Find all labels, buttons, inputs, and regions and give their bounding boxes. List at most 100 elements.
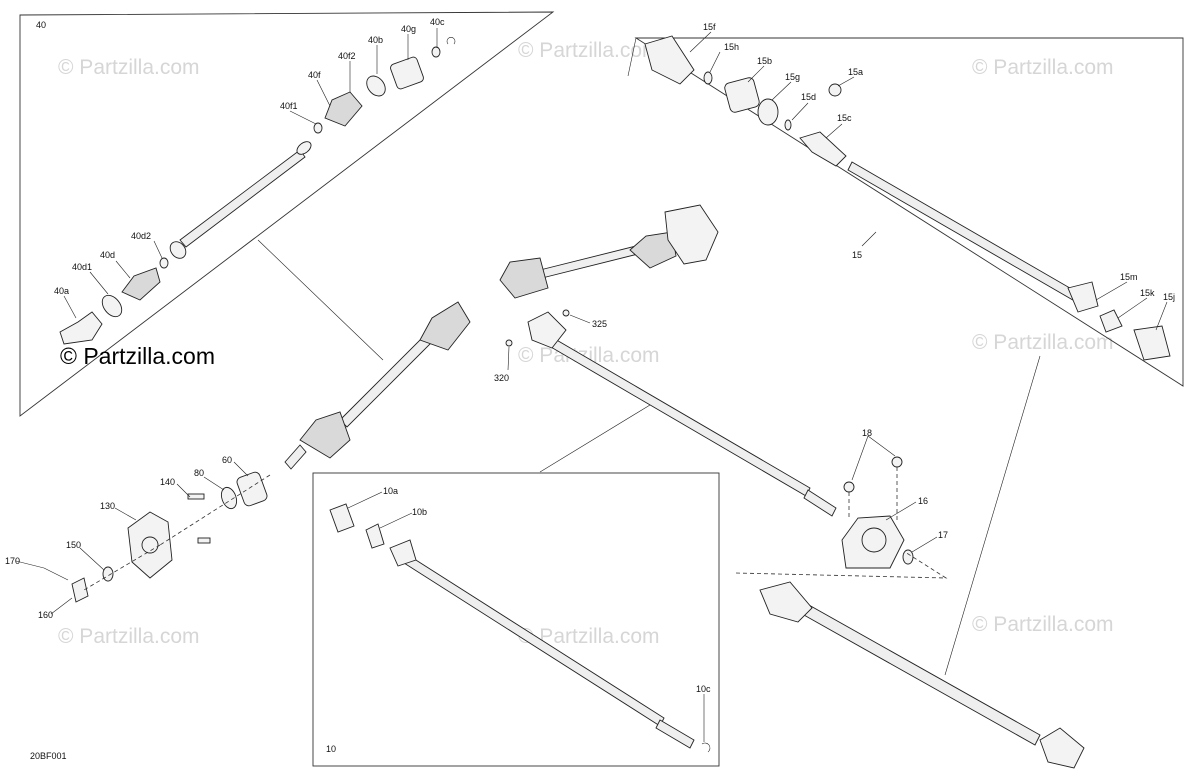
watermark-8: © Partzilla.com xyxy=(972,613,1114,636)
callout-15b: 15b xyxy=(757,56,772,66)
stub-15c xyxy=(799,131,847,167)
leader xyxy=(50,597,73,615)
assembly-axis xyxy=(735,551,948,579)
retaining-ring-40f1 xyxy=(313,122,323,134)
leader xyxy=(507,346,510,371)
group-label-40: 40 xyxy=(36,20,46,30)
leader xyxy=(569,314,591,324)
outer-boot xyxy=(299,411,351,459)
nut-18b xyxy=(891,456,903,468)
callout-40d: 40d xyxy=(100,250,115,260)
bearing-bore xyxy=(861,527,887,553)
leader xyxy=(233,461,249,477)
prop-shaft-tube xyxy=(543,334,811,497)
inset-shaft-10 xyxy=(329,503,711,753)
front-axle-shaft-2 xyxy=(539,244,643,279)
clamp-40f2 xyxy=(366,75,386,97)
rear-driveshaft-group-frame xyxy=(634,37,1184,387)
bolt-140b xyxy=(197,537,211,544)
watermark-2: © Partzilla.com xyxy=(518,39,660,62)
leader xyxy=(885,501,917,521)
callout-40f1: 40f1 xyxy=(280,101,298,111)
callout-170: 170 xyxy=(5,556,20,566)
callout-10c: 10c xyxy=(696,684,711,694)
callout-15f: 15f xyxy=(703,22,716,32)
leader xyxy=(379,512,413,529)
callout-15h: 15h xyxy=(724,42,739,52)
boot-40f xyxy=(324,91,363,127)
callout-80: 80 xyxy=(194,468,204,478)
front-axle-shaft xyxy=(339,329,438,428)
leader xyxy=(825,123,843,139)
cross-10b xyxy=(365,523,385,549)
callout-130: 130 xyxy=(100,501,115,511)
callout-15: 15 xyxy=(852,250,862,260)
watermark-4: © Partzilla.com xyxy=(518,344,660,367)
front-axle-group-frame xyxy=(19,11,555,417)
group-label-10: 10 xyxy=(326,744,336,754)
group-connector-line xyxy=(944,355,1041,676)
callout-325: 325 xyxy=(592,319,607,329)
leader xyxy=(15,560,45,569)
inner-boot xyxy=(419,301,471,351)
nut-15a xyxy=(828,83,842,97)
callout-160: 160 xyxy=(38,610,53,620)
watermark-6: © Partzilla.com xyxy=(58,625,200,648)
callout-18: 18 xyxy=(862,428,872,438)
callout-140: 140 xyxy=(160,477,175,487)
leader xyxy=(771,81,792,101)
inner-boot-2 xyxy=(499,257,549,299)
partzilla-brand-overlay: © Partzilla.com xyxy=(60,343,215,369)
cv-joint-40a xyxy=(59,311,103,345)
callout-15g: 15g xyxy=(785,72,800,82)
callout-40f: 40f xyxy=(308,70,321,80)
leader xyxy=(867,435,896,457)
callout-320: 320 xyxy=(494,373,509,383)
seal-15g xyxy=(757,98,779,126)
watermark-3: © Partzilla.com xyxy=(972,56,1114,79)
prop-shaft-spline xyxy=(803,489,837,517)
leader xyxy=(114,507,137,521)
callout-15m: 15m xyxy=(1120,272,1138,282)
clip-10c xyxy=(701,742,711,753)
callout-60: 60 xyxy=(222,455,232,465)
hub-bore xyxy=(141,536,159,554)
bolt-325 xyxy=(562,309,570,317)
leader xyxy=(747,65,765,83)
callout-40f2: 40f2 xyxy=(338,51,356,61)
callout-150: 150 xyxy=(66,540,81,550)
leader xyxy=(115,260,131,279)
leader xyxy=(63,295,77,319)
callout-15c: 15c xyxy=(837,113,852,123)
shaft-inner-end xyxy=(169,241,187,259)
watermark-5: © Partzilla.com xyxy=(972,331,1114,354)
callout-10a: 10a xyxy=(383,486,398,496)
ring-17 xyxy=(902,549,914,565)
center-bearing-group xyxy=(735,456,948,579)
rear-prop-shaft xyxy=(759,581,1085,769)
nut-18a xyxy=(843,481,855,493)
assembly-axis xyxy=(159,474,271,546)
ring-40g xyxy=(431,46,441,58)
leader xyxy=(861,231,877,247)
drive-flange xyxy=(664,204,719,265)
leader xyxy=(203,476,225,491)
u-joint-yoke xyxy=(527,311,567,349)
leader xyxy=(176,483,191,498)
leader xyxy=(153,240,163,259)
callout-15d: 15d xyxy=(801,92,816,102)
axle-shaft xyxy=(179,149,306,248)
leader xyxy=(89,271,109,295)
bolt-140 xyxy=(187,493,205,500)
cross-15k xyxy=(1099,309,1123,333)
leader xyxy=(791,102,809,121)
leader xyxy=(1155,301,1168,331)
housing-15b xyxy=(724,77,760,113)
leader xyxy=(709,51,721,73)
clamp-40d1 xyxy=(101,294,123,318)
diagram-code: 20BF001 xyxy=(30,751,67,761)
housing-40b xyxy=(390,56,424,90)
leader xyxy=(79,547,105,571)
leader xyxy=(911,536,938,553)
